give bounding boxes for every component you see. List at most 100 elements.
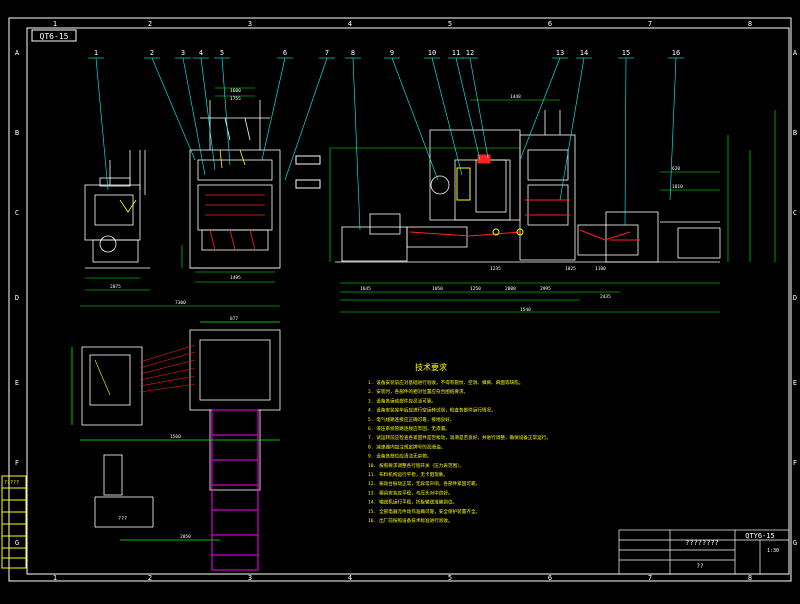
callout-leader	[559, 57, 585, 201]
svg-text:2800: 2800	[505, 286, 516, 292]
grid-row-label: B	[793, 129, 797, 137]
callout-leader	[261, 57, 286, 161]
callout-number: 8	[351, 49, 355, 57]
grid-column-label: 1	[53, 20, 57, 28]
grid-column-label: 6	[548, 574, 552, 582]
grid-column-label: 3	[248, 574, 252, 582]
callout-number: 1	[94, 49, 98, 57]
callout-leaders	[88, 57, 684, 231]
grid-column-label: 7	[648, 574, 652, 582]
plan-view-dims: 877 1560 2850 ???	[118, 316, 238, 540]
grid-column-label: 1	[53, 574, 57, 582]
callout-number: 6	[283, 49, 287, 57]
svg-text:1448: 1448	[510, 94, 521, 100]
note-line: 8. 减速器内加注规定牌号的润滑油。	[368, 443, 445, 450]
grid-row-label: C	[793, 209, 797, 217]
plan-view-machine	[71, 321, 281, 541]
svg-text:1495: 1495	[230, 275, 241, 281]
callout-leader	[624, 57, 627, 226]
grid-column-label: 8	[748, 20, 752, 28]
note-line: 15. 全部电器元件动作准确可靠，安全保护装置齐全。	[368, 508, 480, 515]
note-line: 10. 按照要求调整各行程开关（压力表范围）。	[368, 462, 464, 469]
grid-row-label: E	[793, 379, 797, 387]
main-elevation-details	[409, 154, 640, 241]
note-line: 3. 设备各运动部件应灵活可靠。	[368, 397, 436, 404]
svg-text:1645: 1645	[360, 286, 371, 292]
svg-text:2995: 2995	[540, 286, 551, 292]
technical-notes: 1. 设备安装前应对基础进行验收，不得有裂纹、空洞、蜂窝、麻面等缺陷。 2. 安装…	[368, 379, 551, 524]
svg-text:2075: 2075	[110, 284, 121, 290]
grid-row-label: B	[15, 129, 19, 137]
callout-number: 2	[150, 49, 154, 57]
grid-row-label: G	[15, 539, 19, 547]
callout-leader	[284, 57, 328, 181]
svg-text:7300: 7300	[175, 300, 186, 306]
callout-number: 11	[452, 49, 460, 57]
grid-row-label: D	[793, 294, 797, 302]
dimension-texts: 1600 1755 1495 2075 7300 1540 1645 1050 …	[110, 88, 683, 313]
grid-row-label: F	[15, 459, 19, 467]
title-block	[618, 529, 790, 575]
notes-title: 技术要求	[415, 362, 447, 372]
note-line: 12. 振动台振动正常，无异常声响，各部件紧固可靠。	[368, 480, 480, 487]
svg-text:1050: 1050	[432, 286, 443, 292]
note-line: 1. 设备安装前应对基础进行验收，不得有裂纹、空洞、蜂窝、麻面等缺陷。	[368, 379, 523, 386]
grid-row-label: E	[15, 379, 19, 387]
grid-row-label: A	[15, 49, 20, 57]
title-block-mark: ??	[696, 563, 704, 570]
grid-column-label: 5	[448, 574, 452, 582]
svg-text:2850: 2850	[180, 534, 191, 540]
title-block-name: ????????	[685, 539, 719, 547]
grid-column-label: 7	[648, 20, 652, 28]
callout-leader	[182, 57, 206, 176]
callout-number: 5	[220, 49, 224, 57]
dimension-lines	[80, 87, 776, 313]
callout-number: 4	[199, 49, 203, 57]
note-line: 14. 输送机运行平稳，托板输送准确到位。	[368, 499, 457, 506]
callout-number: 13	[556, 49, 564, 57]
note-line: 4. 设备安装完毕后应进行空运转试验，检查各部件运行情况。	[368, 407, 496, 414]
svg-text:877: 877	[230, 316, 238, 322]
callout-number: 12	[466, 49, 474, 57]
callout-number: 3	[181, 49, 185, 57]
grid-row-label: A	[793, 49, 798, 57]
callout-leader	[455, 57, 481, 161]
callout-number: 7	[325, 49, 329, 57]
outer-border	[8, 17, 792, 582]
callout-leader	[352, 57, 361, 231]
note-line: 6. 液压系统管路连接应牢固，无渗漏。	[368, 425, 450, 432]
note-line: 16. 出厂前按照设备技术标准进行验收。	[368, 517, 453, 524]
grid-row-label: C	[15, 209, 19, 217]
svg-text:1540: 1540	[520, 307, 531, 313]
callout-leader	[469, 57, 489, 159]
svg-text:2435: 2435	[600, 294, 611, 300]
plan-view-conveyor	[211, 409, 259, 571]
side-view-machine	[84, 150, 150, 269]
front-view-labels	[295, 155, 321, 189]
svg-text:1560: 1560	[170, 434, 181, 440]
inner-border	[26, 27, 790, 575]
note-line: 5. 电气线路连接应正确可靠，接地良好。	[368, 416, 454, 423]
note-line: 7. 试运转前应检查各紧固件是否松动，润滑是否良好，并进行调整，确保设备正常运行…	[368, 434, 551, 441]
callout-leader	[151, 57, 196, 161]
svg-text:1810: 1810	[672, 184, 683, 190]
svg-text:???: ???	[118, 516, 127, 522]
grid-column-label: 3	[248, 20, 252, 28]
callout-leader	[669, 57, 677, 201]
callout-number: 9	[390, 49, 394, 57]
code-stamp-box	[31, 29, 77, 42]
grid-column-label: 2	[148, 20, 152, 28]
callout-number: 16	[672, 49, 680, 57]
callout-leader	[431, 57, 463, 176]
main-elevation-machine	[335, 110, 721, 263]
svg-text:1235: 1235	[490, 266, 501, 272]
note-line: 2. 安装时，各部件的相对位置应符合图纸要求。	[368, 388, 468, 395]
svg-text:?????: ?????	[4, 480, 19, 486]
grid-column-label: 8	[748, 574, 752, 582]
grid-column-label: 2	[148, 574, 152, 582]
title-block-code: QTY6-15	[745, 532, 775, 540]
grid-column-label: 4	[348, 20, 352, 28]
note-line: 9. 设备各部位应清洁无杂物。	[368, 453, 431, 460]
